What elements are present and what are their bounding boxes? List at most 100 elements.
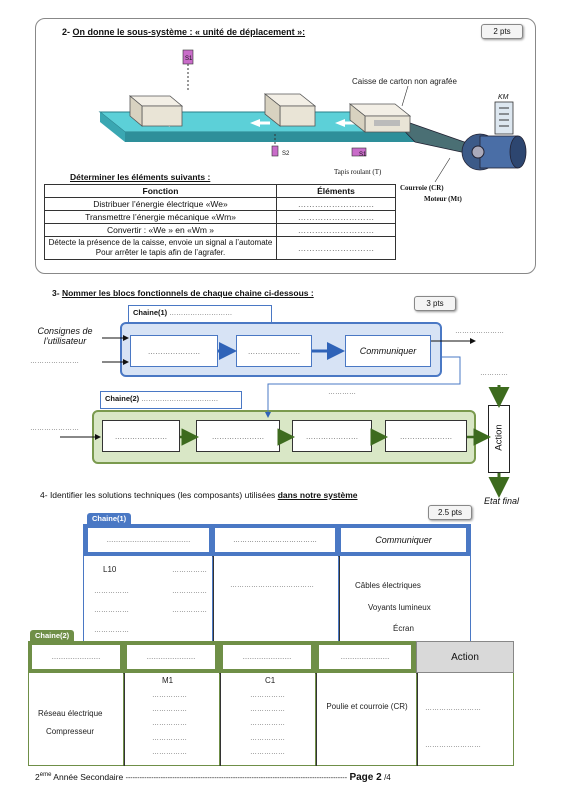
- s2-label: S2: [282, 151, 290, 157]
- chain2-block-1[interactable]: …………………: [102, 420, 180, 452]
- q4-chain2-compresseur: Compresseur: [46, 727, 95, 736]
- footer-grade: 2: [35, 772, 40, 782]
- q4-chain2-header-4[interactable]: …………………: [319, 645, 411, 669]
- q4-chain1-header-2[interactable]: ………………………………: [215, 528, 335, 552]
- chain1-label-box: Chaine(1) ………………………: [128, 305, 272, 323]
- q4-chain2-divider: [123, 673, 125, 766]
- answer-dots[interactable]: ……………: [152, 692, 187, 699]
- q4-chain1-voyants: Voyants lumineux: [368, 603, 431, 612]
- answer-dots[interactable]: ……………: [152, 720, 187, 727]
- answer-dots[interactable]: ……………: [250, 706, 285, 713]
- q3-number: 3-: [52, 288, 60, 298]
- footer-page: Page 2: [349, 772, 382, 783]
- s1-label: S1: [359, 152, 367, 158]
- q4-chain1-l10: L10: [103, 565, 117, 574]
- q4-chain1-tab: Chaine(1): [87, 513, 132, 524]
- answer-dots[interactable]: ……………: [152, 706, 187, 713]
- courroie-label: Courroie (CR): [400, 184, 444, 192]
- carton-box-2: [263, 93, 317, 127]
- q4-number: 4-: [40, 490, 48, 500]
- answer-dots[interactable]: ……………: [250, 749, 285, 756]
- answer-dots[interactable]: ……………: [250, 735, 285, 742]
- moteur-label: Moteur (Mt): [424, 195, 462, 203]
- motor-drawing: [461, 133, 527, 171]
- answer-dots[interactable]: ……………: [94, 588, 129, 595]
- chain1-label: Chaine(1): [133, 308, 168, 317]
- q4-chain2-tab: Chaine(2): [30, 630, 75, 641]
- q3-heading: 3- Nommer les blocs fonctionnels de chaq…: [52, 288, 314, 298]
- km-label: KM: [498, 94, 509, 101]
- chain2-block-4[interactable]: …………………: [385, 420, 467, 452]
- footer-grade-sup: ème: [39, 772, 52, 779]
- footer-text: Année Secondaire: [51, 772, 126, 782]
- footer-total: /4: [384, 773, 391, 782]
- answer-dots[interactable]: ……………: [94, 607, 129, 614]
- answer-dots[interactable]: ……………: [172, 607, 207, 614]
- s1-top-label: S1: [185, 56, 193, 62]
- q4-chain2-divider: [416, 673, 418, 766]
- chain2-label-dots[interactable]: ……………………………: [141, 396, 219, 403]
- caisse-label: Caisse de carton non agrafée: [352, 77, 457, 86]
- q4-chain1-header-communiquer: Communiquer: [341, 528, 466, 552]
- chain1-block-2[interactable]: …………………: [236, 335, 312, 367]
- chain2-label-box: Chaine(2) ……………………………: [100, 391, 242, 409]
- q2-instruction: Déterminer les éléments suivants :: [70, 172, 211, 182]
- function-table: Fonction Éléments Distribuer l’énergie é…: [44, 184, 396, 260]
- q4-chain1-divider: [212, 556, 214, 644]
- chain-arrows: [60, 335, 510, 498]
- q4-chain1-cables: Câbles électriques: [355, 581, 421, 590]
- answer-dots[interactable]: ……………: [172, 588, 207, 595]
- q4-chain2-header-1[interactable]: …………………: [32, 645, 120, 669]
- feedback-dots[interactable]: …………: [328, 389, 356, 396]
- sensor-s2: [271, 145, 279, 157]
- q3-points-badge: 3 pts: [414, 296, 456, 311]
- chain2-block-2[interactable]: …………………: [196, 420, 280, 452]
- q4-chain2-poulie: Poulie et courroie (CR): [326, 702, 408, 711]
- right-output-dots[interactable]: …………………: [455, 328, 504, 335]
- conveyor-illustration: [98, 49, 527, 183]
- q2-points-badge: 2 pts: [481, 24, 523, 39]
- answer-dots[interactable]: ……………: [250, 692, 285, 699]
- left-input-dots[interactable]: …………………: [30, 358, 79, 365]
- q4-chain2-divider: [219, 673, 221, 766]
- q4-chain2-action-header: [416, 641, 514, 673]
- chain2-left-dots[interactable]: …………………: [30, 425, 79, 432]
- chain1-block-1[interactable]: …………………: [130, 335, 218, 367]
- q4-chain2-action-label: Action: [451, 652, 479, 663]
- answer-dots[interactable]: ……………: [152, 735, 187, 742]
- q4-chain2-m1: M1: [162, 676, 174, 685]
- q4-chain1-ecran: Écran: [393, 624, 414, 633]
- q4-chain2-header-3[interactable]: …………………: [223, 645, 311, 669]
- answer-dots[interactable]: ……………: [250, 720, 285, 727]
- q4-chain1-header-1[interactable]: ………………………………: [88, 528, 209, 552]
- q4-heading: 4- Identifier les solutions techniques (…: [40, 490, 358, 500]
- answer-dots[interactable]: ……………: [172, 567, 207, 574]
- table-row: Détecte la présence de la caisse, envoie…: [44, 236, 277, 260]
- chain1-communiquer-block: Communiquer: [345, 335, 431, 367]
- q3-title: Nommer les blocs fonctionnels de chaque …: [61, 288, 314, 298]
- chain2-block-3[interactable]: …………………: [292, 420, 372, 452]
- answer-field[interactable]: ………………………: [276, 236, 396, 260]
- q4-chain1-divider: [338, 556, 340, 644]
- answer-dots[interactable]: ……………: [152, 749, 187, 756]
- answer-dots[interactable]: ……………: [94, 627, 129, 634]
- action-input-dots[interactable]: …………: [480, 370, 508, 377]
- q4-chain2-header-2[interactable]: …………………: [127, 645, 215, 669]
- answer-dots[interactable]: ………………………………: [230, 582, 314, 589]
- chain1-label-dots[interactable]: ………………………: [169, 310, 233, 317]
- q4-chain2-c1: C1: [265, 676, 276, 685]
- q4-chain2-divider: [315, 673, 317, 766]
- elements-header: Éléments: [276, 184, 396, 198]
- q4-points-badge: 2.5 pts: [428, 505, 472, 520]
- answer-dots[interactable]: ……………………: [425, 742, 481, 749]
- q2-heading: 2- On donne le sous-système : « unité de…: [62, 27, 305, 37]
- q2-title: On donne le sous-système : « unité de dé…: [72, 27, 306, 37]
- carton-box-1: [128, 95, 184, 127]
- section-2-frame: [35, 18, 536, 274]
- answer-dots[interactable]: ……………………: [425, 705, 481, 712]
- tapis-label: Tapis roulant (T): [334, 168, 382, 176]
- footer-dashes: ----------------------------------------…: [125, 775, 348, 782]
- footer: 2ème Année Secondaire ------------------…: [35, 772, 540, 783]
- carton-box-3: [348, 103, 412, 133]
- q4-title: Identifier les solutions techniques (les…: [49, 490, 276, 500]
